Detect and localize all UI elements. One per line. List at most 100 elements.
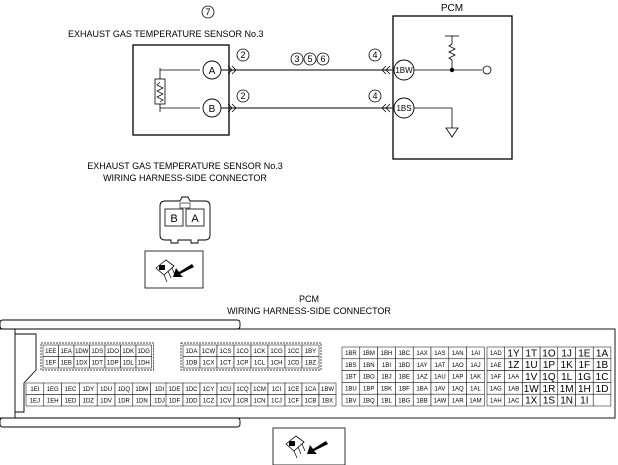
- pcm-terminal-1bw: 1BW: [393, 59, 415, 81]
- pin-label: 1P: [543, 360, 556, 371]
- pcm-internal-circuit: [414, 35, 492, 128]
- pin-label: 1J: [561, 348, 572, 359]
- pin-label: 1AX: [416, 351, 427, 357]
- pin-label: 1DI: [155, 387, 165, 393]
- pin-label: 1DH: [138, 360, 150, 366]
- pin-label: 1AK: [470, 375, 481, 381]
- pin-label: 1AO: [452, 363, 464, 369]
- pin-label: 1C: [596, 372, 609, 383]
- pin-label: 1CL: [254, 360, 266, 366]
- sensor-terminal-a: A: [202, 60, 222, 80]
- pin-label: 1BG: [398, 398, 410, 404]
- pin-label: 1ED: [65, 398, 77, 404]
- pin-label: 1T: [525, 348, 537, 359]
- marker-pcm-a: 4: [368, 48, 382, 62]
- pcm-connector-view-icon: [272, 427, 346, 465]
- svg-text:3: 3: [294, 54, 299, 64]
- pin-cell: [135, 356, 152, 369]
- pin-cell: [318, 394, 337, 407]
- pin-label: 1CT: [220, 360, 232, 366]
- svg-text:1BW: 1BW: [395, 66, 413, 75]
- pin-label: 1DB: [186, 360, 198, 366]
- pin-label: 1AT: [435, 363, 446, 369]
- pin-label: 1BB: [416, 398, 427, 404]
- pin-label: 1CU: [219, 387, 231, 393]
- svg-text:2: 2: [240, 50, 245, 60]
- pin-label: 1CO: [236, 349, 249, 355]
- pin-label: 1AQ: [452, 387, 464, 393]
- pin-label: 1U: [525, 360, 538, 371]
- pin-label: 1AC: [508, 398, 520, 404]
- pin-label: 1CK: [254, 349, 266, 355]
- pin-label: 1EF: [45, 360, 56, 366]
- pin-label: 1CZ: [203, 398, 215, 404]
- svg-text:B: B: [209, 104, 216, 115]
- pin-label: 1CS: [220, 349, 232, 355]
- pin-label: 1K: [561, 360, 574, 371]
- pin-label: 1BY: [305, 349, 316, 355]
- pin-label: 1AB: [508, 387, 519, 393]
- pcm-label: PCM: [441, 3, 463, 14]
- pin-label: 1BC: [398, 351, 410, 357]
- pin-label: 1CQ: [236, 387, 249, 393]
- connector-view-icon: [144, 250, 204, 289]
- pin-label: 1CF: [288, 398, 300, 404]
- pin-label: 1G: [578, 372, 592, 383]
- pin-label: 1EA: [61, 349, 72, 355]
- pin-label: 1DL: [123, 360, 135, 366]
- pin-label: 1F: [579, 360, 591, 371]
- pin-label: 1BF: [399, 387, 410, 393]
- pin-label: 1CV: [220, 398, 232, 404]
- sensor-pin-b: B: [170, 213, 177, 225]
- pin-label: 1CX: [203, 360, 215, 366]
- pin-label: 1DD: [185, 398, 198, 404]
- marker-mid-6: 6: [316, 52, 330, 66]
- pin-label: 1AH: [490, 398, 502, 404]
- pin-label: 1AJ: [470, 363, 480, 369]
- pin-label: 1O: [542, 348, 556, 359]
- pcm-connector-title-1: PCM: [299, 294, 319, 304]
- pcm-terminal-1bs: 1BS: [393, 97, 415, 119]
- pin-label: 1DM: [135, 387, 148, 393]
- pin-label: 1DT: [92, 360, 104, 366]
- marker-pcm-b: 4: [368, 89, 382, 103]
- pin-label: 1BT: [345, 375, 356, 381]
- pin-label: 1AN: [452, 351, 464, 357]
- pin-label: 1CH: [270, 360, 282, 366]
- pin-label: 1AI: [471, 351, 480, 357]
- pin-label: 1BO: [363, 375, 375, 381]
- pin-label: 1EE: [45, 349, 56, 355]
- pin-label: 1DS: [91, 349, 103, 355]
- sensor-terminal-b: B: [202, 98, 222, 118]
- pin-label: 1BU: [345, 387, 357, 393]
- pin-label: 1CJ: [271, 398, 282, 404]
- figure-reference: 7: [201, 5, 215, 19]
- pin-label: 1CW: [202, 349, 216, 355]
- pin-cell: [301, 356, 320, 369]
- pin-label: 1BR: [345, 351, 357, 357]
- pin-label: 1DX: [76, 360, 88, 366]
- pcm-connector-outline: [0, 319, 616, 428]
- pin-label: 1Z: [508, 360, 520, 371]
- pin-label: 1CC: [287, 349, 300, 355]
- pin-label: 1W: [524, 384, 540, 395]
- pin-label: 1AS: [434, 351, 445, 357]
- pin-label: 1DK: [122, 349, 134, 355]
- marker-sensor-a: 2: [236, 48, 250, 62]
- figure-reference-number: 7: [205, 7, 210, 17]
- pin-label: 1DN: [136, 398, 148, 404]
- pin-label: 1DJ: [154, 398, 165, 404]
- pin-label: 1DU: [100, 387, 112, 393]
- pin-label: 1A: [596, 348, 609, 359]
- pin-label: 1CY: [203, 387, 215, 393]
- pin-label: 1DF: [169, 398, 181, 404]
- pin-label: 1EJ: [30, 398, 40, 404]
- pin-label: 1CB: [305, 398, 317, 404]
- pin-label: 1AE: [490, 363, 501, 369]
- pin-label: 1AY: [417, 363, 428, 369]
- pin-label: 1AU: [434, 375, 446, 381]
- pin-label: 1DQ: [118, 387, 131, 393]
- pin-label: 1E: [578, 348, 591, 359]
